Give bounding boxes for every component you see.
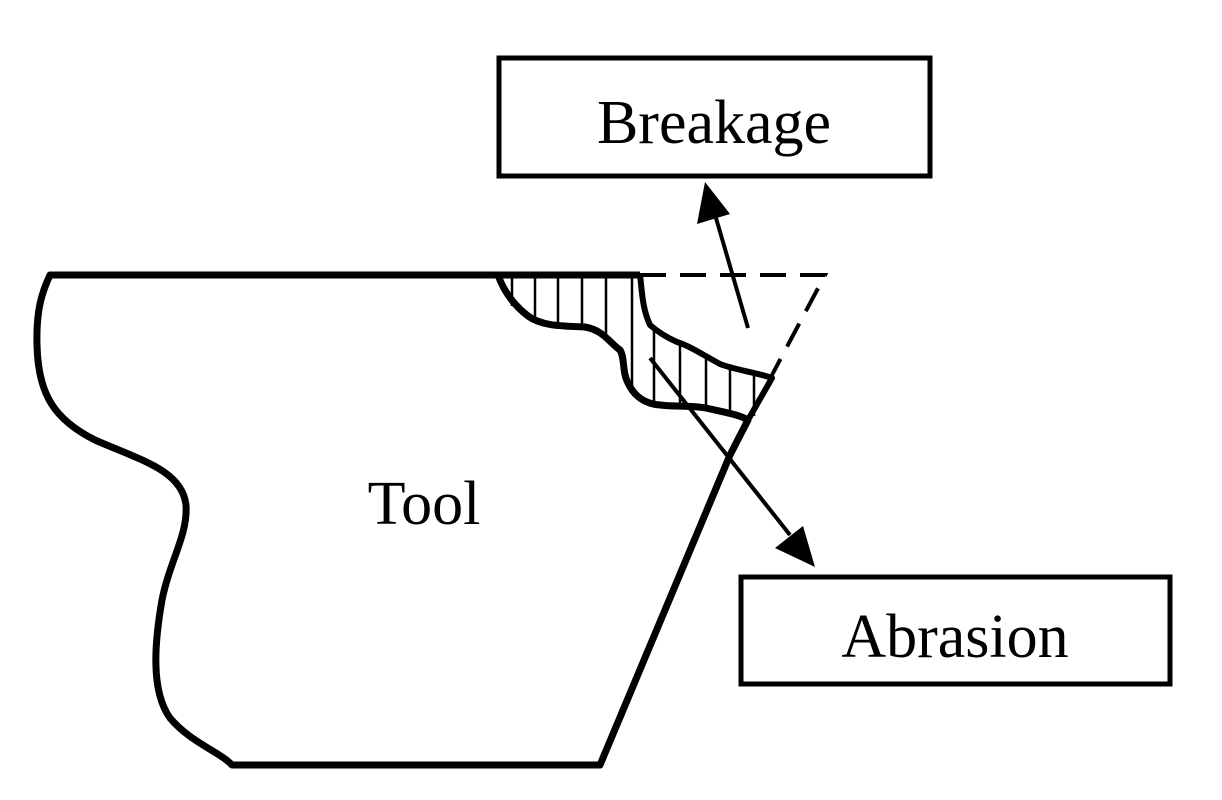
tool-outline — [33, 271, 752, 769]
abrasion-arrowhead — [775, 526, 815, 567]
breakage-contour — [637, 274, 775, 422]
tool-label: Tool — [368, 470, 481, 538]
breakage-label-box — [496, 55, 933, 179]
breakage-label: Breakage — [597, 89, 831, 157]
breakage-arrowhead — [697, 182, 730, 224]
hatched-wear-region — [510, 278, 756, 416]
breakage-arrow-shaft — [714, 217, 750, 329]
original-tip-dashed — [640, 273, 829, 376]
abrasion-label-box — [738, 574, 1173, 687]
abrasion-label: Abrasion — [841, 603, 1068, 671]
abrasion-arrow-shaft — [648, 356, 792, 537]
